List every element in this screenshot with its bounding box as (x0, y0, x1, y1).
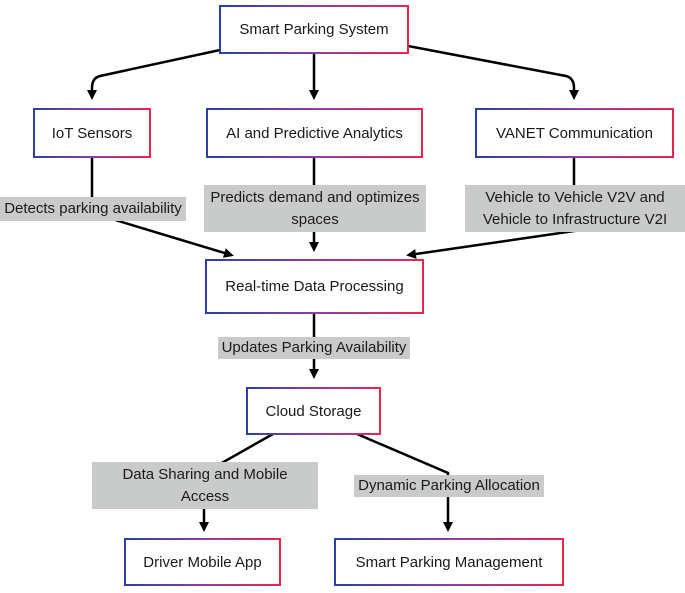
edge-root-to-iot (87, 48, 221, 100)
edge-label-line-2: spaces (291, 210, 339, 228)
edge-label-predicts-demand: Predicts demand and optimizes spaces (204, 185, 426, 232)
edge-root-to-vanet (407, 44, 579, 100)
node-label: Smart Parking Management (355, 553, 543, 571)
node-iot-sensors: IoT Sensors (33, 108, 151, 158)
edge-label-line-1: Predicts demand and optimizes (210, 188, 420, 206)
edge-label-data-sharing: Data Sharing and Mobile Access (92, 462, 318, 509)
node-label: VANET Communication (495, 124, 653, 142)
node-real-time-data-processing: Real-time Data Processing (205, 259, 424, 314)
edge-label-text: Detects parking availability (4, 200, 182, 217)
edge-label-text: Dynamic Parking Allocation (358, 477, 540, 494)
edge-label-v2v-v2i: Vehicle to Vehicle V2V and Vehicle to In… (465, 185, 685, 232)
node-ai-predictive-analytics: AI and Predictive Analytics (206, 108, 423, 158)
edge-label-dynamic-allocation: Dynamic Parking Allocation (354, 475, 544, 497)
node-label: IoT Sensors (51, 124, 133, 142)
node-smart-parking-management: Smart Parking Management (334, 538, 564, 586)
node-label: Real-time Data Processing (225, 278, 404, 295)
edge-label-line-1: Vehicle to Vehicle V2V and (485, 188, 665, 206)
edge-cloud-to-management (356, 432, 453, 532)
edge-label-text: Updates Parking Availability (221, 339, 407, 356)
node-smart-parking-system: Smart Parking System (219, 5, 409, 54)
node-vanet-communication: VANET Communication (475, 108, 674, 158)
node-label: Driver Mobile App (143, 553, 262, 571)
node-label: Smart Parking System (239, 21, 389, 38)
edge-label-line-2: Access (180, 487, 230, 505)
edge-label-line-1: Data Sharing and Mobile (122, 465, 288, 483)
node-driver-mobile-app: Driver Mobile App (124, 538, 281, 586)
node-label: Cloud Storage (265, 402, 362, 420)
edge-label-updates-availability: Updates Parking Availability (218, 337, 410, 359)
node-cloud-storage: Cloud Storage (246, 387, 381, 435)
edge-label-line-2: Vehicle to Infrastructure V2I (482, 210, 668, 228)
edge-label-detects-parking: Detects parking availability (0, 197, 186, 221)
node-label: AI and Predictive Analytics (226, 124, 403, 142)
